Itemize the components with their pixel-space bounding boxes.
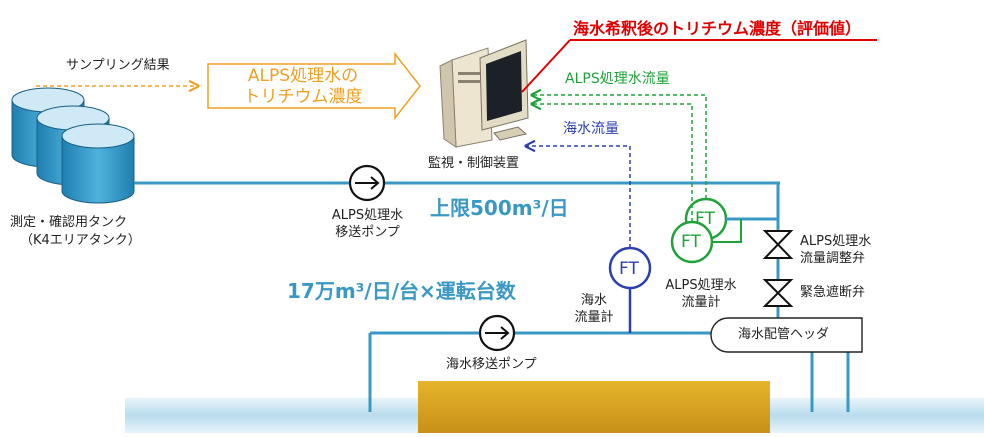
seawater-ft-text: FT: [619, 259, 639, 279]
alps-meter-label-line1: ALPS処理水: [665, 278, 737, 293]
alps-flow-signal-line-inner: [532, 104, 693, 222]
emergency-valve-label: 緊急遮断弁: [800, 285, 866, 300]
alps-tritium-block-arrow: [207, 51, 421, 121]
alps-ft-text-1: FT: [695, 209, 715, 229]
alps-tritium-line2: トリチウム濃度: [243, 87, 363, 107]
discharge-structure: [418, 381, 770, 433]
evaluated-value-title: 海水希釈後のトリチウム濃度（評価値）: [573, 19, 862, 38]
alps-flowmeter-icon: [670, 197, 760, 264]
emergency-shutoff-valve-icon: [762, 279, 794, 307]
alps-flow-signal-line-outer: [532, 95, 707, 199]
regulating-valve-label-line2: 流量調整弁: [800, 251, 866, 266]
alps-ft-text-2: FT: [681, 232, 701, 252]
seawater-meter-label-line1: 海水: [580, 293, 607, 308]
seawater-flow-signal-line: [526, 146, 631, 248]
tank-label-line1: 測定・確認用タンク: [10, 215, 128, 230]
tank-label-line2: （K4エリアタンク）: [20, 233, 141, 248]
alps-transfer-pump-icon: [348, 164, 386, 202]
sampling-result-label: サンプリング結果: [66, 58, 170, 73]
seawater-meter-label-line2: 流量計: [574, 310, 614, 325]
seawater-capacity-label: 17万m³/日/台×運転台数: [287, 279, 516, 303]
regulating-valve-label-line1: ALPS処理水: [800, 234, 872, 249]
alps-flow-label: ALPS処理水流量: [565, 71, 670, 87]
alps-meter-label-line2: 流量計: [681, 295, 721, 310]
monitor-control-computer-icon: [439, 39, 529, 148]
monitor-control-label: 監視・制御装置: [428, 156, 520, 171]
upper-limit-label: 上限500m³/日: [430, 196, 569, 220]
seawater-transfer-pump-icon: [478, 314, 516, 352]
evaluated-value-pointer: [521, 39, 571, 93]
alps-tritium-line1: ALPS処理水の: [247, 66, 359, 86]
seawater-pump-label: 海水移送ポンプ: [446, 357, 537, 372]
seawater-header: [710, 317, 863, 353]
seawater-header-label: 海水配管ヘッダ: [738, 327, 830, 342]
alps-pump-label-line1: ALPS処理水: [331, 208, 404, 223]
alps-pump-label-line2: 移送ポンプ: [335, 225, 400, 240]
regulating-valve-icon: [762, 230, 794, 259]
seawater-flow-label: 海水流量: [563, 121, 619, 137]
measurement-tanks: [11, 87, 135, 204]
